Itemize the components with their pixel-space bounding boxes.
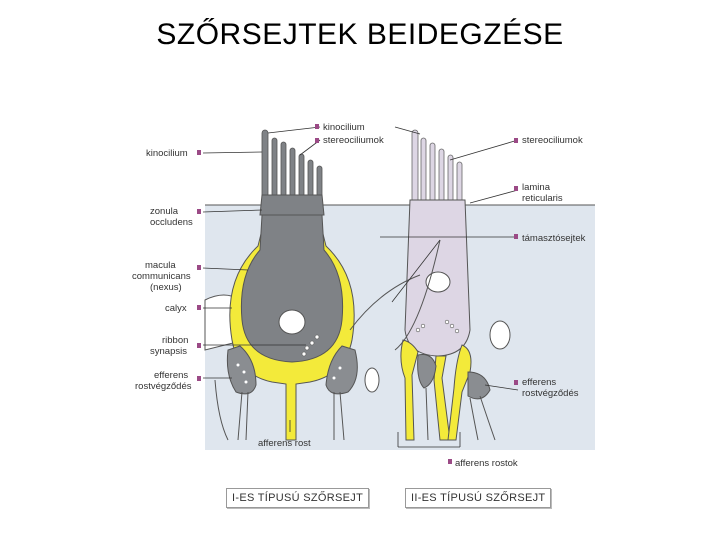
type1-stereocilia	[262, 130, 322, 200]
type1-label-box: I-ES TÍPUSÚ SZŐRSEJT	[226, 488, 369, 508]
label-afferens-rost: afferens rost	[258, 438, 311, 449]
label-ribbon-2: synapsis	[150, 346, 187, 357]
label-afferens-rostok: afferens rostok	[455, 458, 518, 469]
label-calyx: calyx	[165, 303, 187, 314]
label-kinocilium-left: kinocilium	[146, 148, 188, 159]
label-lamina-2: reticularis	[522, 193, 563, 204]
label-stereociliumok-right: stereociliumok	[522, 135, 583, 146]
label-efferens-left-2: rostvégződés	[135, 381, 192, 392]
type1-nucleus	[279, 310, 305, 334]
label-lamina-1: lamina	[522, 182, 551, 193]
label-efferens-left-1: efferens	[154, 370, 188, 381]
label-efferens-right-2: rostvégződés	[522, 388, 579, 399]
label-macula-3: (nexus)	[150, 282, 182, 293]
label-macula-1: macula	[145, 260, 176, 271]
label-macula-2: communicans	[132, 271, 191, 282]
type2-label-box: II-ES TÍPUSÚ SZŐRSEJT	[405, 488, 551, 508]
nucleus	[490, 321, 510, 349]
label-stereociliumok-top: stereociliumok	[323, 135, 384, 146]
label-ribbon-1: ribbon	[162, 335, 188, 346]
label-efferens-right-1: efferens	[522, 377, 556, 388]
label-tamasztosejtek: támasztósejtek	[522, 233, 586, 244]
label-zonula-1: zonula	[150, 206, 179, 217]
nucleus	[365, 368, 379, 392]
label-kinocilium-top: kinocilium	[323, 122, 365, 133]
label-zonula-2: occludens	[150, 217, 193, 228]
type2-stereocilia	[412, 130, 462, 205]
